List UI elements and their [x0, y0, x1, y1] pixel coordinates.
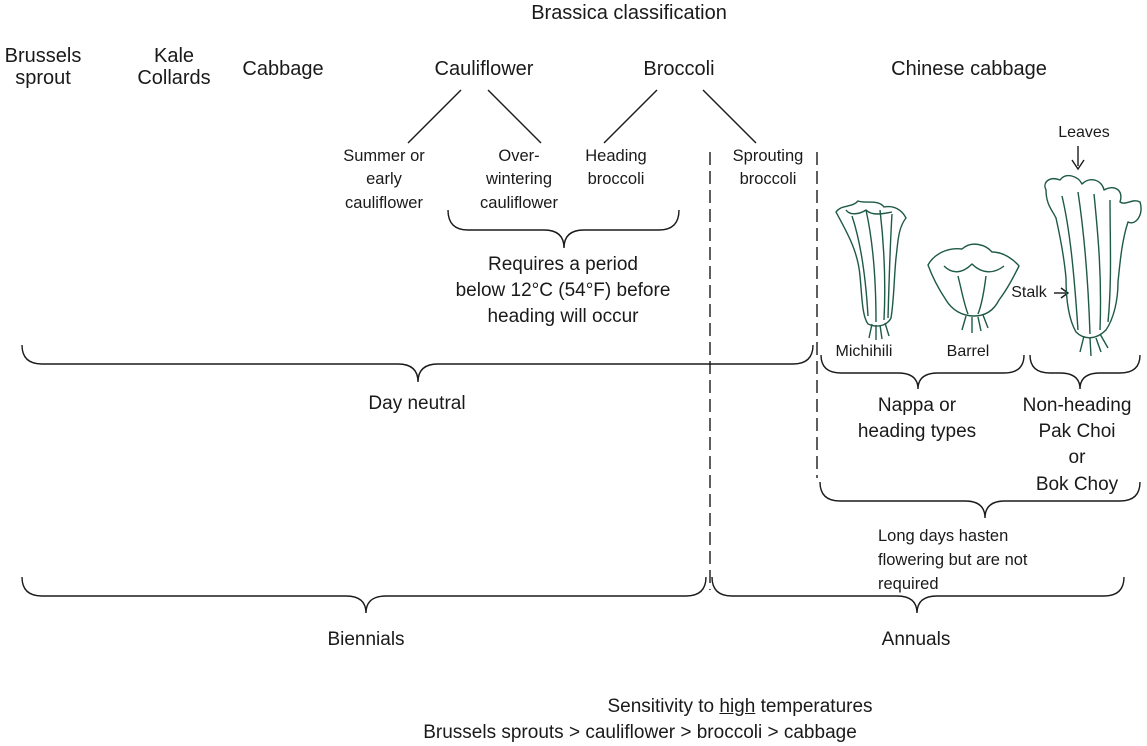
- brace-vernalization: [447, 209, 680, 249]
- label-annuals: Annuals: [881, 629, 951, 650]
- note-long-days-line-2: flowering but are not: [878, 550, 1028, 569]
- note-non-heading: Non-heading Pak Choi or Bok Choy: [1014, 393, 1140, 498]
- barrel-cabbage-illustration: [927, 243, 1020, 333]
- sensitivity-suffix: temperatures: [755, 696, 873, 717]
- subtype-summer-line-2: early: [366, 170, 402, 189]
- label-barrel: Barrel: [946, 343, 990, 360]
- note-long-days-line-3: required: [878, 574, 939, 593]
- crop-cauliflower: Cauliflower: [434, 58, 534, 80]
- note-nappa-line-2: heading types: [857, 421, 977, 443]
- brace-non-heading: [1029, 354, 1141, 390]
- brace-annuals: [711, 576, 1125, 614]
- subtype-summer-line-1: Summer or: [343, 147, 425, 165]
- bok-choy-illustration: [1044, 174, 1142, 357]
- crop-broccoli: Broccoli: [643, 58, 715, 80]
- crop-kale-line-2: Collards: [137, 67, 211, 90]
- label-stalk: Stalk: [1011, 284, 1047, 301]
- subtype-overwinter-line-3: cauliflower: [480, 193, 558, 212]
- note-vernalization: Requires a period below 12°C (54°F) befo…: [418, 252, 708, 331]
- crop-brussels-line-1: Brussels: [4, 45, 82, 67]
- note-nappa-line-1: Nappa or: [877, 395, 957, 416]
- branch-line-overwinter: [487, 89, 542, 144]
- subtype-sprouting-line-2: broccoli: [739, 170, 797, 189]
- sensitivity-heading: Sensitivity to high temperatures: [540, 696, 940, 717]
- label-biennials: Biennials: [327, 629, 405, 650]
- label-michihili: Michihili: [835, 343, 893, 360]
- sensitivity-emphasis: high: [719, 696, 756, 717]
- diagram-title: Brassica classification: [531, 2, 727, 24]
- subtype-sprouting-line-1: Sprouting: [732, 147, 804, 165]
- sensitivity-ranking: Brussels sprouts > cauliflower > broccol…: [423, 722, 857, 743]
- subtype-summer-cauliflower: Summer or early cauliflower: [327, 145, 441, 215]
- brace-long-days: [819, 481, 1141, 519]
- subtype-sprouting-broccoli: Sprouting broccoli: [718, 145, 818, 192]
- brace-day-neutral: [21, 344, 814, 383]
- note-non-heading-line-3: or: [1068, 447, 1086, 469]
- subtype-heading-line-1: Heading: [585, 147, 647, 165]
- subtype-heading-broccoli: Heading broccoli: [568, 145, 664, 192]
- branch-line-heading: [603, 89, 658, 144]
- subtype-overwintering-cauliflower: Over- wintering cauliflower: [466, 145, 572, 215]
- subtype-overwinter-line-2: wintering: [485, 170, 553, 189]
- note-vernalization-line-1: Requires a period: [488, 254, 638, 275]
- branch-line-sprouting: [702, 89, 757, 144]
- crop-kale-line-1: Kale: [153, 45, 195, 67]
- crop-brussels-sprout: Brussels sprout: [0, 45, 86, 90]
- note-day-neutral: Day neutral: [368, 393, 466, 414]
- note-long-days-line-1: Long days hasten: [878, 527, 1009, 545]
- note-non-heading-line-4: Bok Choy: [1035, 473, 1119, 495]
- note-non-heading-line-2: Pak Choi: [1038, 421, 1116, 443]
- note-non-heading-line-1: Non-heading: [1022, 395, 1132, 416]
- michihili-cabbage-illustration: [835, 200, 907, 340]
- sensitivity-prefix: Sensitivity to: [607, 696, 720, 717]
- note-long-days: Long days hasten flowering but are not r…: [878, 525, 1078, 596]
- subtype-summer-line-3: cauliflower: [345, 193, 423, 212]
- branch-line-summer: [407, 89, 462, 144]
- crop-brussels-line-2: sprout: [15, 67, 71, 90]
- note-nappa-types: Nappa or heading types: [832, 393, 1002, 445]
- subtype-overwinter-line-1: Over-: [498, 147, 540, 165]
- crop-kale-collards: Kale Collards: [124, 45, 224, 90]
- leaves-arrow-head: [1071, 159, 1085, 171]
- brace-biennials: [21, 576, 707, 614]
- note-vernalization-line-2: below 12°C (54°F) before: [455, 280, 671, 302]
- label-leaves: Leaves: [1058, 124, 1110, 141]
- crop-chinese-cabbage: Chinese cabbage: [891, 58, 1047, 80]
- brace-nappa: [820, 354, 1025, 390]
- crop-cabbage: Cabbage: [242, 58, 324, 80]
- subtype-heading-line-2: broccoli: [587, 170, 645, 189]
- note-vernalization-line-3: heading will occur: [487, 306, 639, 328]
- stalk-arrow-head: [1060, 287, 1070, 299]
